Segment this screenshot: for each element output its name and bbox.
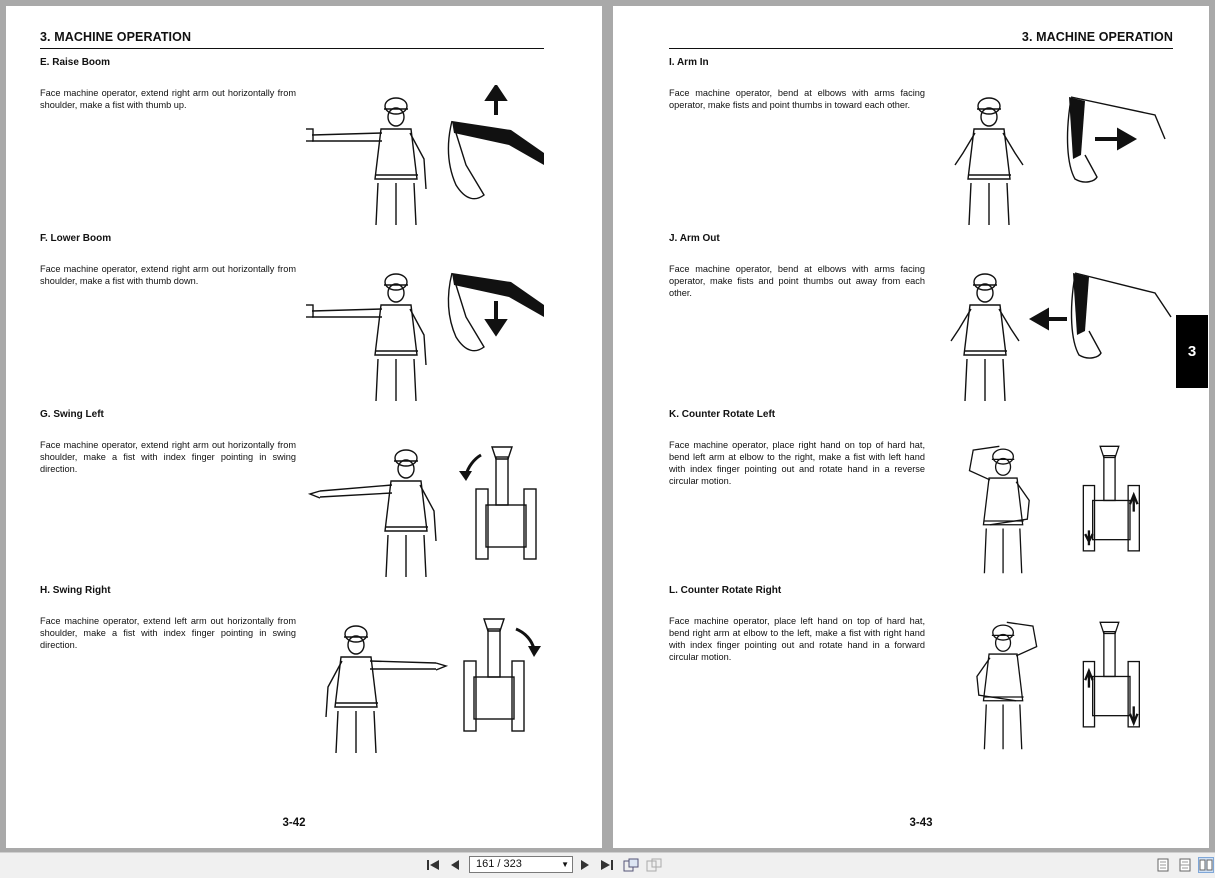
section-text: Face machine operator, bend at elbows wi…: [669, 88, 925, 110]
arm-out-illustration: [935, 261, 1185, 401]
section-text: Face machine operator, extend right arm …: [40, 264, 296, 286]
previous-page-icon[interactable]: [447, 857, 463, 873]
section-raise-boom: E. Raise Boom Face machine operator, ext…: [40, 57, 550, 233]
page-number: 3-42: [282, 817, 306, 829]
section-lower-boom: F. Lower Boom Face machine operator, ext…: [40, 233, 550, 409]
left-page: 3. MACHINE OPERATION E. Raise Boom Face …: [6, 6, 602, 848]
section-title: L. Counter Rotate Right: [669, 585, 782, 596]
next-page-icon[interactable]: [577, 857, 593, 873]
section-arm-out: J. Arm Out Face machine operator, bend a…: [669, 233, 1179, 409]
counter-rotate-left-illustration: [935, 437, 1185, 577]
fit-icon[interactable]: [646, 857, 662, 873]
section-counter-rotate-right: L. Counter Rotate Right Face machine ope…: [669, 585, 1179, 761]
section-text: Face machine operator, bend at elbows wi…: [669, 264, 925, 298]
section-title: J. Arm Out: [669, 233, 720, 244]
page-indicator: 161 / 323: [476, 858, 522, 870]
chevron-down-icon[interactable]: ▼: [561, 860, 569, 869]
section-title: G. Swing Left: [40, 409, 104, 420]
section-title: I. Arm In: [669, 57, 709, 68]
raise-boom-illustration: [306, 85, 556, 225]
section-text: Face machine operator, extend right arm …: [40, 440, 296, 474]
section-text: Face machine operator, place right hand …: [669, 440, 925, 486]
arm-in-illustration: [935, 85, 1185, 225]
page-number: 3-43: [909, 817, 933, 829]
section-swing-left: G. Swing Left Face machine operator, ext…: [40, 409, 550, 585]
chapter-header: 3. MACHINE OPERATION: [669, 30, 1173, 49]
lower-boom-illustration: [306, 261, 556, 401]
section-title: E. Raise Boom: [40, 57, 111, 68]
single-page-view-icon[interactable]: [1155, 857, 1171, 873]
two-page-view-icon[interactable]: [1198, 857, 1214, 873]
rotate-icon[interactable]: [623, 857, 639, 873]
section-title: F. Lower Boom: [40, 233, 112, 244]
section-counter-rotate-left: K. Counter Rotate Left Face machine oper…: [669, 409, 1179, 585]
counter-rotate-right-illustration: [935, 613, 1185, 753]
chapter-tab[interactable]: 3: [1176, 315, 1208, 388]
section-title: K. Counter Rotate Left: [669, 409, 776, 420]
section-text: Face machine operator, extend right arm …: [40, 88, 296, 110]
swing-left-illustration: [306, 437, 556, 577]
chapter-header: 3. MACHINE OPERATION: [40, 30, 544, 49]
last-page-icon[interactable]: [599, 857, 615, 873]
swing-right-illustration: [306, 613, 556, 753]
section-text: Face machine operator, place left hand o…: [669, 616, 925, 662]
continuous-view-icon[interactable]: [1177, 857, 1193, 873]
section-swing-right: H. Swing Right Face machine operator, ex…: [40, 585, 550, 761]
page-number-field[interactable]: 161 / 323 ▼: [469, 856, 573, 873]
right-page: 3. MACHINE OPERATION I. Arm In Face mach…: [613, 6, 1209, 848]
section-title: H. Swing Right: [40, 585, 111, 596]
first-page-icon[interactable]: [425, 857, 441, 873]
viewer-toolbar: 161 / 323 ▼: [0, 852, 1215, 878]
section-arm-in: I. Arm In Face machine operator, bend at…: [669, 57, 1179, 233]
section-text: Face machine operator, extend left arm o…: [40, 616, 296, 650]
